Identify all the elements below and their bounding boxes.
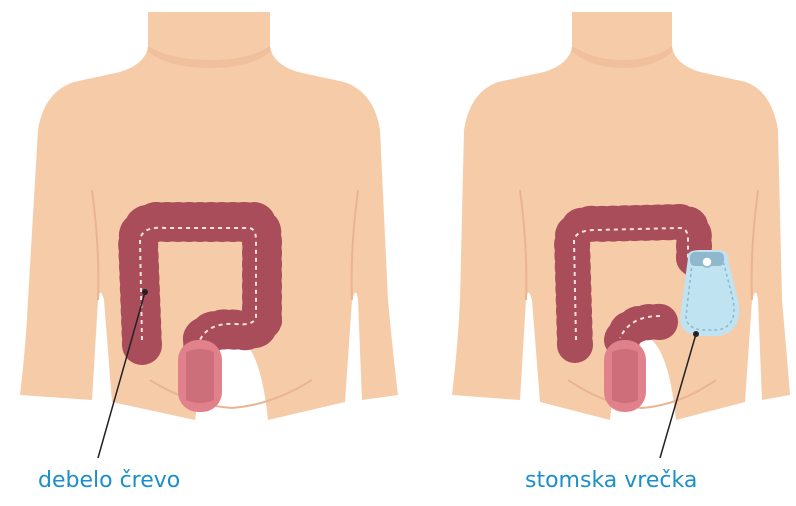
leader-dot-bag (693, 331, 699, 337)
leader-dot-colon (142, 289, 148, 295)
label-colon: debelo črevo (38, 468, 180, 494)
rectum-left-shade (186, 349, 214, 403)
stoma-bag-ring (702, 257, 712, 267)
rectum-right-shade (612, 349, 638, 403)
label-stoma-bag: stomska vrečka (525, 468, 697, 494)
